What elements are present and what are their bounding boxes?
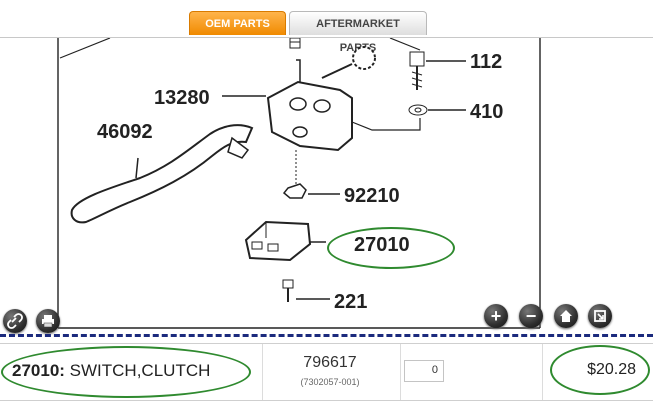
- plus-icon: +: [490, 306, 502, 326]
- exploded-parts-diagram: 112 410 13280 46092 92210 27010: [57, 38, 541, 329]
- zoom-out-button[interactable]: −: [519, 304, 543, 328]
- part-number: 796617: [303, 354, 357, 371]
- fullscreen-button[interactable]: [588, 304, 612, 328]
- price-highlight-oval: [550, 345, 650, 395]
- part-92210-nut[interactable]: [282, 150, 340, 199]
- screw-top-part: [289, 38, 301, 49]
- callout-92210: 92210: [344, 185, 400, 207]
- tab-underline: [0, 37, 653, 38]
- tab-aftermarket-parts[interactable]: AFTERMARKET PARTS: [289, 11, 427, 54]
- part-title-highlight-oval: [1, 346, 251, 398]
- zoom-in-button[interactable]: +: [484, 304, 508, 328]
- price-cell: [542, 344, 653, 400]
- callout-221: 221: [334, 291, 367, 313]
- callout-46092: 46092: [97, 121, 153, 143]
- part-13280-bracket[interactable]: [222, 59, 421, 152]
- print-button[interactable]: [36, 309, 60, 333]
- expand-icon: [594, 310, 606, 322]
- part-410-washer[interactable]: [408, 104, 466, 116]
- link-button[interactable]: [3, 309, 27, 333]
- callout-112: 112: [470, 51, 502, 73]
- diagram-divider: [0, 334, 653, 337]
- quantity-input[interactable]: 0: [404, 360, 444, 382]
- callout-highlight-oval: [327, 227, 455, 269]
- callout-13280: 13280: [154, 87, 210, 109]
- part-number-cell: [262, 344, 400, 400]
- link-icon: [7, 313, 23, 329]
- quantity-cell: [400, 344, 452, 400]
- printer-icon: [42, 315, 54, 328]
- part-number-alt: (7302057-001): [300, 377, 360, 387]
- parts-tab-bar: OEM PARTS AFTERMARKET PARTS: [189, 11, 427, 54]
- part-112-bolt[interactable]: [409, 51, 466, 90]
- minus-icon: −: [525, 306, 537, 326]
- home-icon: [560, 310, 572, 322]
- adjuster-part[interactable]: [321, 46, 376, 79]
- part-221-screw[interactable]: [282, 279, 330, 302]
- part-27010-clutch-switch[interactable]: [244, 220, 326, 262]
- part-46092-lever[interactable]: [70, 124, 254, 224]
- callout-410: 410: [470, 101, 503, 123]
- tab-oem-parts[interactable]: OEM PARTS: [189, 11, 286, 35]
- home-button[interactable]: [554, 304, 578, 328]
